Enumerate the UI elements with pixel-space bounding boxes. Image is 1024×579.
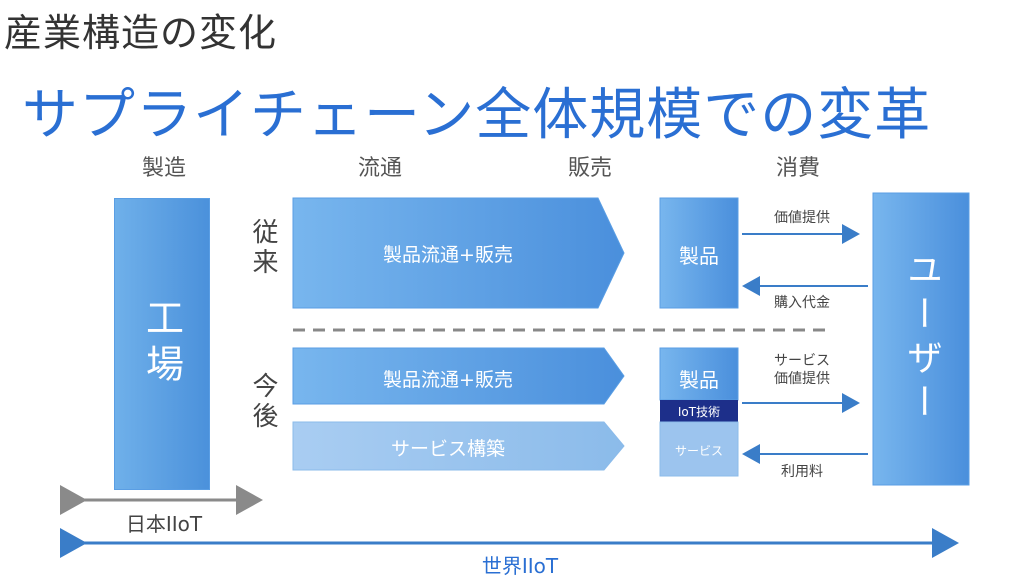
future-product-box — [659, 347, 739, 401]
user-label-wrap: ユーザー — [873, 193, 969, 485]
user-box — [872, 192, 970, 486]
arrow-label-value-current: 価値提供 — [774, 210, 830, 226]
factory-box: 工場 — [114, 198, 210, 490]
service-label: サービス — [674, 444, 723, 458]
arrow-label-payment-current: 購入代金 — [774, 295, 830, 311]
column-distribution: 流通 — [357, 156, 402, 181]
current-distribution-label: 製品流通+販売 — [383, 244, 513, 266]
column-consumption: 消費 — [775, 156, 820, 181]
user-label: ユーザー — [901, 251, 942, 427]
row-label-future: 今後 — [248, 372, 278, 432]
iot-tech-bar — [660, 400, 738, 422]
page-subtitle: サプライチェーン全体規模での変革 — [22, 83, 932, 148]
future-distribution-label: 製品流通+販売 — [383, 369, 513, 391]
arrow-label-fee-future: 利用料 — [781, 464, 823, 480]
arrow-label-value-future: サービス 価値提供 — [774, 353, 830, 387]
japan-iiot-label: 日本IIoT — [125, 512, 203, 536]
page-title: 産業構造の変化 — [4, 11, 278, 55]
world-iiot-label: 世界IIoT — [481, 554, 559, 578]
service-build-label: サービス構築 — [390, 438, 505, 460]
column-manufacturing: 製造 — [141, 156, 186, 181]
service-build-chevron — [292, 421, 625, 471]
current-product-label: 製品 — [679, 244, 719, 268]
service-box — [659, 421, 739, 477]
factory-label: 工場 — [139, 298, 184, 390]
iot-tech-label: IoT技術 — [677, 405, 721, 419]
future-product-label: 製品 — [679, 368, 719, 392]
future-distribution-chevron — [292, 347, 625, 405]
current-distribution-chevron — [292, 197, 625, 309]
row-label-current: 従来 — [248, 218, 278, 278]
current-product-box — [659, 197, 739, 309]
column-sales: 販売 — [567, 156, 612, 181]
